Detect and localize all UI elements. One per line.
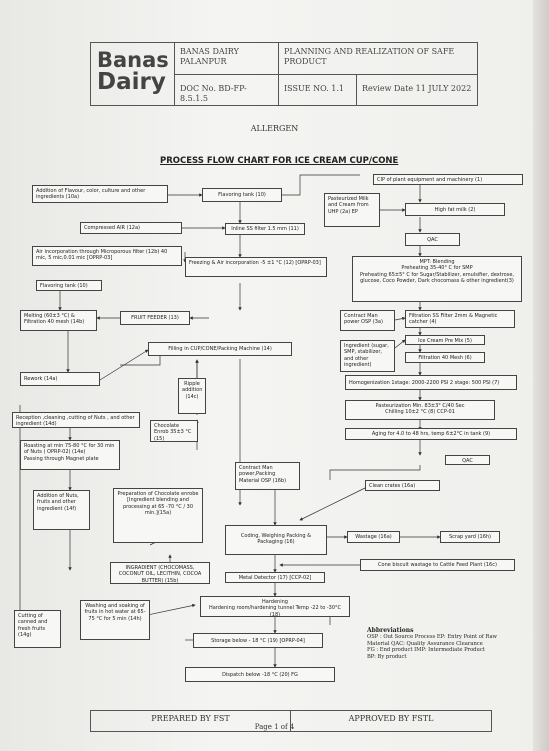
box-dispatch: Dispatch below -18 °C (20) FG [185,667,335,682]
box-ingredient-sugar: Ingredient (sugar, SMP, stabilizer, and … [340,340,395,372]
page-edge-shadow [533,0,549,751]
box-air-incorporation: Air incorporation through Microporous fi… [32,246,182,266]
prepared-by: PREPARED BY FST [91,711,291,731]
box-prep-chocolate: Preparation of Chocolate enrobe [Ingredi… [113,488,203,543]
box-roasting: Roasting at min 75-80 °C for 30 min of N… [20,440,120,470]
box-metal-detector: Metal Detector (17) [CCP-02] [225,572,325,583]
box-rework: Rework (14a) [20,372,100,386]
box-freezing: Freezing & Air incorporation -5 ±1 °C (1… [185,257,327,277]
org-name: BANAS DAIRY PALANPUR [175,43,279,75]
box-flavoring-tank-2: Flavoring tank (10) [36,280,102,291]
box-addition-flavour: Addition of Flavour, color, culture and … [32,185,168,203]
box-flavoring-tank: Flavoring tank (10) [202,188,282,202]
abbreviations-legend: Abbreviations OSP : Out Source Process E… [367,627,519,660]
box-coding: Coding, Weighing Packing & Packaging (16… [225,525,327,555]
page-number: Page 1 of 4 [254,723,295,731]
box-washing: Washing and soaking of fruits in hot wat… [80,600,150,640]
chart-title: PROCESS FLOW CHART FOR ICE CREAM CUP/CON… [160,156,399,166]
box-qac-2: QAC [445,455,490,465]
box-reception-nuts: Reception ,cleaning ,cutting of Nuts , a… [12,412,140,428]
box-pasteurization: Pasteurization Min. 83±3° C/40 Sec Chill… [345,400,495,420]
box-cip: CIP of plant equipment and machinery (1) [373,174,523,185]
issue-number: ISSUE NO. 1.1 [279,75,357,105]
box-clean-crates: Clean crates (16a) [365,480,440,491]
box-scrap-yard: Scrap yard (16h) [440,531,500,543]
box-filtration-ss: Filtration SS Filter 2mm & Magnetic catc… [405,310,515,328]
document-header: Banas Dairy BANAS DAIRY PALANPUR PLANNIN… [90,42,478,106]
banas-dairy-logo: Banas Dairy [91,43,175,105]
box-homogenization: Homogenization 1stage: 2000-2200 PSI 2 s… [345,375,517,390]
allergen-label: ALLERGEN [250,124,299,133]
box-compressed-air: Compressed AIR (12a) [80,222,182,234]
box-storage: Storage below - 18 °C (19) [OPRP-04] [193,633,323,648]
box-filtration-mesh: Filtration 40 Mesh (6) [405,352,485,363]
logo-line1: Banas [97,48,169,72]
logo-line2: Dairy [97,69,166,95]
box-chocolate-enrob: Chocolate Enrob 35±3 °C (15) [150,420,198,442]
doc-title: PLANNING AND REALIZATION OF SAFE PRODUCT [279,43,477,75]
box-fruit-feeder: FRUIT FEEDER (13) [120,311,190,325]
box-pasteurized-milk: Pasteurized Milk and Cream from UHP (2a)… [324,193,380,227]
box-contract-man: Contract Man power OSP (3a) [340,310,395,331]
doc-number: DOC No. BD-FP-8.5.1.5 [175,75,279,105]
box-aging: Aging for 4.0 to 48 hrs, temp 6±2°C in t… [345,428,517,440]
abbreviation-line-3: BP: By product [367,653,407,660]
abbreviation-line-1: OSP : Out Source Process EP: Entry Point… [367,634,497,647]
box-hardening: Hardening Hardening room/hardening tunne… [200,596,350,618]
box-melting: Melting (60±3 °C) & Filtration 40 mesh (… [20,310,97,331]
review-date: Review Date 11 JULY 2022 [362,84,472,93]
box-qac-1: QAC [405,233,460,246]
box-ripple: Ripple addition (14c) [178,378,206,414]
box-wastage: Wastage (16a) [347,531,400,543]
box-mpt-blending: MPT: Blending Preheating 35-40° C for SM… [352,256,522,302]
box-cutting: Cutting of canned and fresh fruits (14g) [14,610,61,648]
box-ice-cream-mix: Ice Cream Pre Mix (5) [405,335,485,345]
box-filling: Filling in CUP/CONE/Packing Machine (14) [148,342,292,356]
abbreviations-heading: Abbreviations [367,627,414,634]
box-cone-biscuit: Cone biscuit wastage to Cattle Feed Plan… [360,559,515,571]
approved-by: APPROVED BY FSTL [348,714,434,723]
box-contract-man-2: Contract Man power,Packing Material OSP … [235,462,300,490]
box-ingradient: INGRADIENT (CHOCOMASS, COCONUT OIL, LECI… [110,562,210,584]
box-inline-filter: Inline SS filter 1.5 mm (11) [225,223,305,235]
abbreviation-line-2: FG : End product IMP: Intermediate Produ… [367,647,485,654]
footer-approval: PREPARED BY FST APPROVED BY FSTL [90,710,492,732]
box-addition-nuts: Addition of Nuts, fruits and other ingre… [33,490,90,530]
box-high-fat-milk: High fat milk (2) [405,203,505,216]
